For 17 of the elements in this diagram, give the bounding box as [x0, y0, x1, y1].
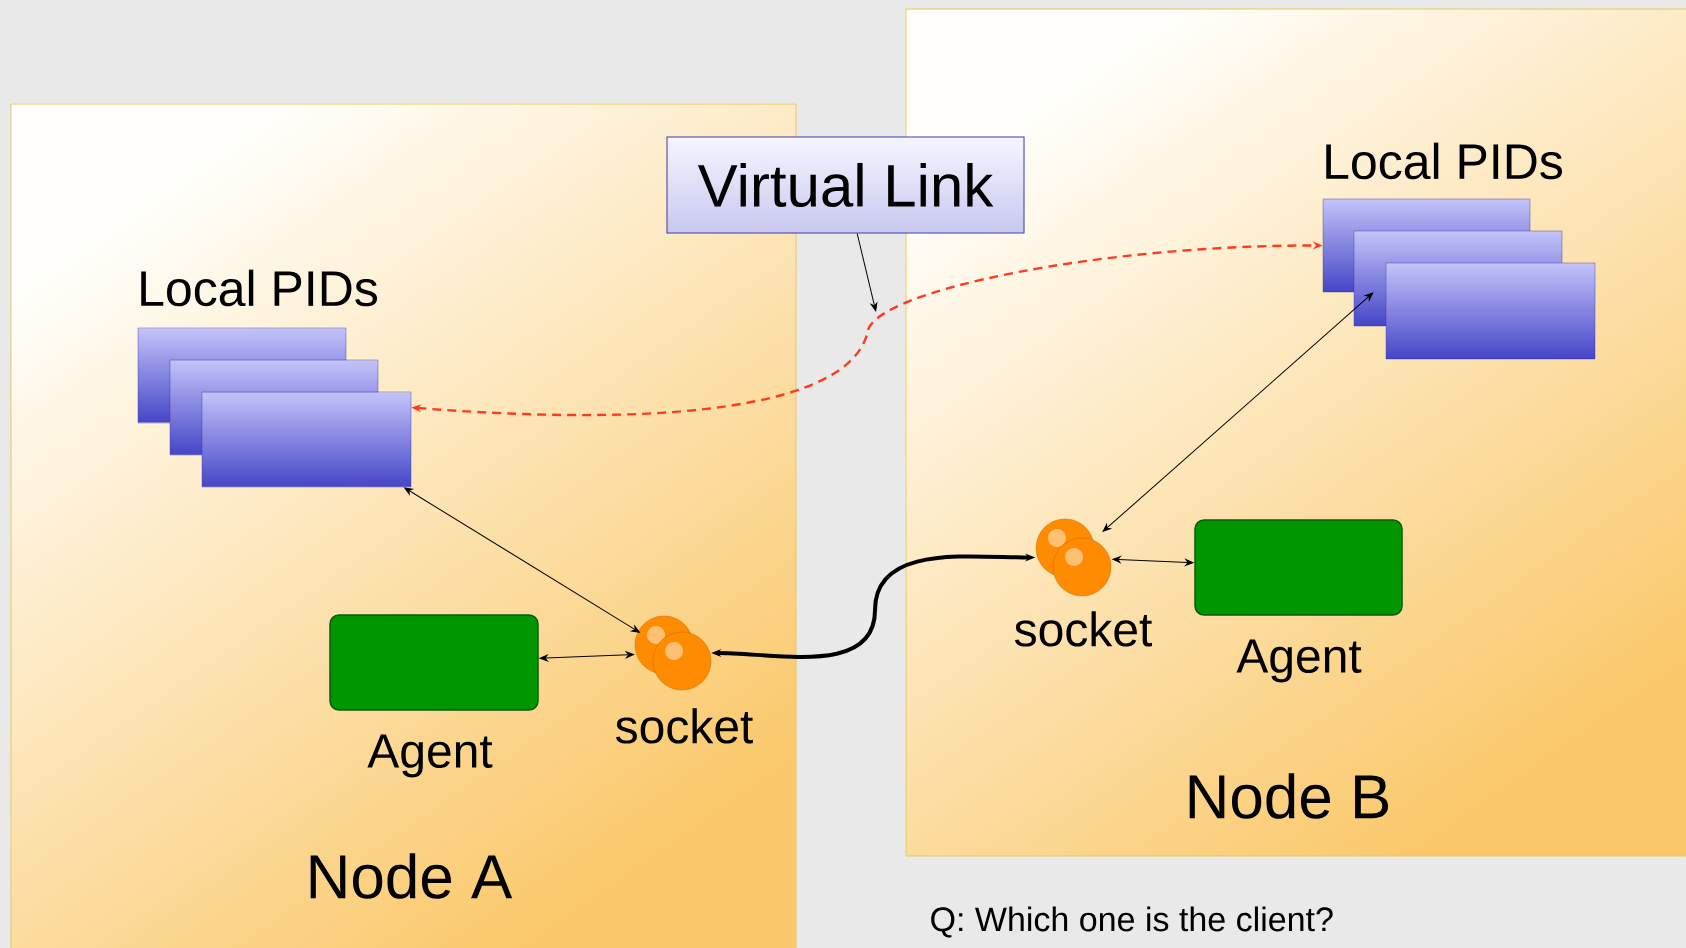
node-label: Agent: [367, 734, 493, 778]
callout-box: Virtual Link: [666, 136, 1025, 234]
node-label: Local PIDs: [141, 269, 378, 307]
arrow: [539, 651, 634, 662]
node-label: Local PIDs: [1326, 142, 1563, 180]
process-stack: Local PIDs: [137, 269, 412, 488]
process-stack: Local PIDs: [1322, 142, 1596, 360]
leader-line: [856, 233, 878, 312]
agent-box: Agent: [329, 614, 539, 778]
arrow: [1112, 556, 1194, 566]
arrow: [1102, 292, 1374, 532]
arrow: [404, 487, 640, 633]
socket-label: socket: [616, 708, 753, 744]
socket-label: socket: [1015, 611, 1152, 647]
question-note: Q: Which one is the client?: [931, 906, 1333, 938]
agent-box: Agent: [1194, 519, 1403, 683]
node-label: Agent: [1236, 639, 1362, 683]
